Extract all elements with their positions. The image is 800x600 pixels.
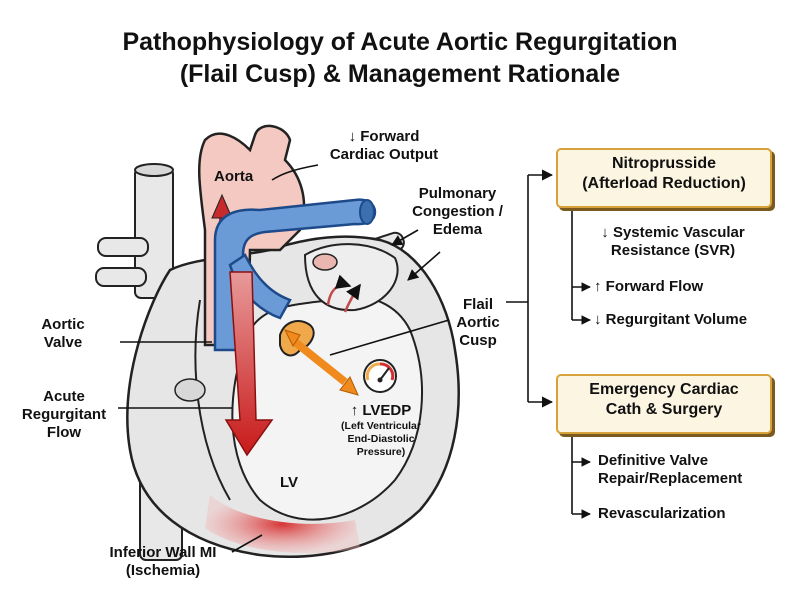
label-forward-flow: ↑ Forward Flow [594,278,704,295]
repair-line-2: Repair/Replacement [598,470,743,487]
flail-line-2: Aortic [456,314,500,331]
label-aorta: Aorta [214,168,254,185]
cath-line-2: Cath & Surgery [605,401,723,418]
mi-line-1: Inferior Wall MI [109,544,217,561]
nitro-line-2: (Afterload Reduction) [582,175,746,192]
pulm-line-3: Edema [432,221,483,238]
emergency-cath-box: Emergency Cardiac Cath & Surgery [556,374,772,434]
label-svr: ↓ Systemic Vascular Resistance (SVR) [578,224,768,260]
management-connectors [506,169,591,519]
label-acute-regurgitant-flow: Acute Regurgitant Flow [12,388,116,442]
label-inferior-wall-mi: Inferior Wall MI (Ischemia) [88,544,238,580]
lvedp-main: ↑ LVEDP [350,402,412,419]
flail-line-1: Flail [462,296,493,313]
regurg-line-2: Regurgitant [21,406,107,423]
pulmonary-artery-opening [359,199,375,225]
pulm-line-2: Congestion / [412,203,503,220]
label-flail-aortic-cusp: Flail Aortic Cusp [448,296,508,350]
mi-line-2: (Ischemia) [125,562,201,579]
label-aortic-valve: Aortic Valve [28,316,98,352]
la-pink-spot [312,253,338,271]
regurg-line-3: Flow [46,424,82,441]
title-line-2: (Flail Cusp) & Management Rationale [179,60,621,88]
label-forward-cardiac-output: ↓ Forward Cardiac Output [318,128,450,164]
regurg-line-1: Acute [43,388,85,405]
inferior-wall-mi-region [205,495,360,554]
cath-line-1: Emergency Cardiac [589,381,739,398]
label-lvedp: ↑ LVEDP (Left Ventricular End-Diastolic … [326,402,436,459]
label-pulmonary-congestion: Pulmonary Congestion / Edema [395,185,520,239]
label-revascularization: Revascularization [598,505,726,522]
forward-output-line-1: ↓ Forward [348,128,420,145]
diagram-title: Pathophysiology of Acute Aortic Regurgit… [0,26,800,90]
flail-cusp-motion-arrow [292,338,348,386]
flail-line-3: Cusp [459,332,497,349]
lvedp-sub-2: End-Diastolic [347,433,415,445]
nitro-line-1: Nitroprusside [611,155,716,172]
aortic-valve-line-1: Aortic [41,316,85,333]
nitroprusside-box: Nitroprusside (Afterload Reduction) [556,148,772,208]
svr-line-1: ↓ Systemic Vascular [601,224,745,241]
regurgitant-flow-arrow [224,271,274,457]
aortic-valve-line-2: Valve [43,334,83,351]
la-flow-arrow-2 [343,283,362,313]
svr-line-2: Resistance (SVR) [610,242,736,259]
pulm-line-1: Pulmonary [418,185,497,202]
repair-line-1: Definitive Valve [598,452,709,469]
title-line-1: Pathophysiology of Acute Aortic Regurgit… [122,28,678,56]
leader-lines [118,164,450,553]
lvedp-sub-1: (Left Ventricular [341,420,421,432]
chamber-spot [174,378,206,402]
pressure-gauge-icon [363,359,397,393]
forward-output-line-2: Cardiac Output [329,146,439,163]
label-lv: LV [280,474,299,491]
label-valve-repair: Definitive Valve Repair/Replacement [598,452,742,488]
lvedp-sub-3: Pressure) [356,446,406,458]
flail-arrowhead-upper [284,329,301,348]
label-regurgitant-volume: ↓ Regurgitant Volume [594,311,748,328]
flail-arrowhead-lower [339,376,359,396]
